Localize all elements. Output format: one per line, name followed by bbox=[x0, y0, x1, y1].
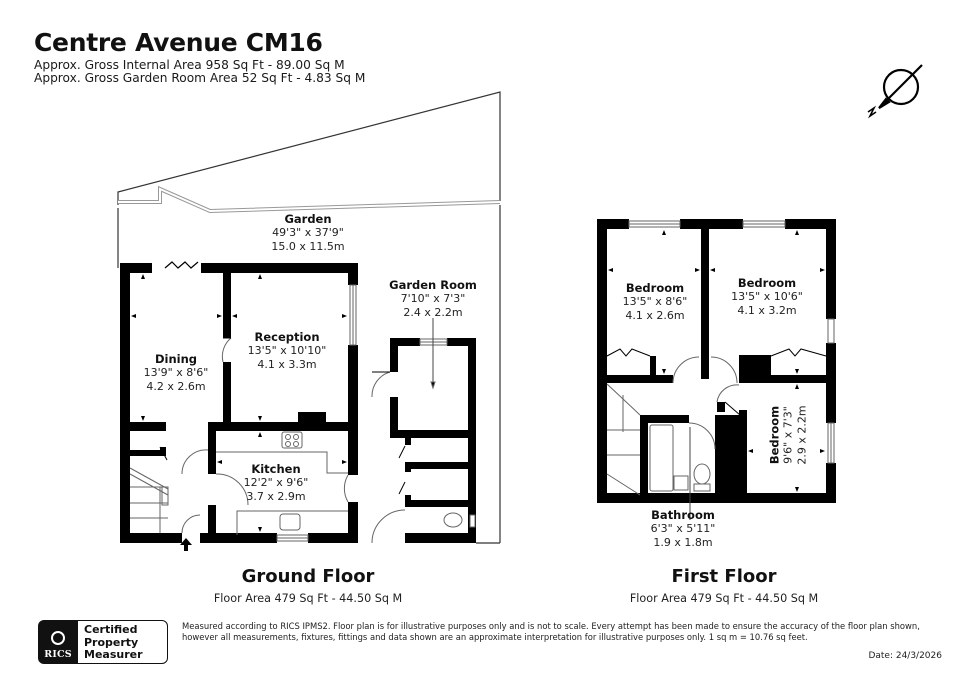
room-metric: 2.4 x 2.2m bbox=[403, 305, 463, 319]
room-label-bedroom-3: Bedroom 9'6" x 7'3" 2.9 x 2.2m bbox=[768, 405, 809, 464]
ground-floor-area: Floor Area 479 Sq Ft - 44.50 Sq M bbox=[213, 592, 403, 605]
first-floor-area: Floor Area 479 Sq Ft - 44.50 Sq M bbox=[629, 592, 819, 605]
north-arrow-icon bbox=[867, 64, 923, 119]
room-name: Bedroom bbox=[767, 405, 782, 465]
room-metric: 3.7 x 2.9m bbox=[246, 489, 306, 503]
rics-lion-icon bbox=[51, 631, 65, 645]
first-floor-fixtures bbox=[606, 220, 835, 520]
room-name: Dining bbox=[154, 352, 198, 366]
room-imperial: 49'3" x 37'9" bbox=[272, 226, 344, 239]
page-title: Centre Avenue CM16 bbox=[34, 28, 323, 57]
room-label-kitchen: Kitchen 12'2" x 9'6" 3.7 x 2.9m bbox=[244, 462, 309, 503]
room-imperial: 12'2" x 9'6" bbox=[243, 476, 309, 489]
room-imperial: 13'5" x 8'6" bbox=[622, 295, 688, 308]
room-label-bedroom-1: Bedroom 13'5" x 8'6" 4.1 x 2.6m bbox=[623, 281, 688, 322]
garden-room-fixtures bbox=[371, 318, 476, 544]
room-name: Bathroom bbox=[651, 508, 715, 522]
room-metric: 15.0 x 11.5m bbox=[271, 239, 345, 253]
first-floor-walls bbox=[597, 219, 836, 503]
room-name: Bedroom bbox=[737, 276, 797, 290]
room-name: Reception bbox=[254, 330, 320, 344]
badge-text: Certified Property Measurer bbox=[78, 620, 168, 664]
room-name: Bedroom bbox=[625, 281, 685, 295]
room-metric: 4.1 x 3.3m bbox=[257, 357, 317, 371]
room-name: Kitchen bbox=[251, 462, 301, 476]
room-metric: 2.9 x 2.2m bbox=[795, 405, 808, 465]
room-imperial: 13'5" x 10'6" bbox=[731, 290, 803, 303]
room-label-reception: Reception 13'5" x 10'10" 4.1 x 3.3m bbox=[248, 330, 327, 371]
room-label-bedroom-2: Bedroom 13'5" x 10'6" 4.1 x 3.2m bbox=[731, 276, 803, 317]
gross-garden-room-area: Approx. Gross Garden Room Area 52 Sq Ft … bbox=[34, 71, 366, 85]
room-metric: 4.1 x 2.6m bbox=[625, 308, 685, 322]
disclaimer: Measured according to RICS IPMS2. Floor … bbox=[182, 621, 920, 642]
first-floor-title: First Floor bbox=[671, 566, 777, 587]
gross-internal-area: Approx. Gross Internal Area 958 Sq Ft - … bbox=[34, 58, 345, 72]
garden-outline bbox=[117, 91, 501, 544]
dimension-markers bbox=[131, 230, 825, 532]
room-imperial: 6'3" x 5'11" bbox=[650, 522, 716, 535]
room-name: Garden bbox=[284, 212, 332, 226]
room-imperial: 13'9" x 8'6" bbox=[143, 366, 209, 379]
garden-room-walls bbox=[390, 338, 476, 543]
ground-floor-walls bbox=[120, 263, 358, 543]
room-label-garden-room: Garden Room 7'10" x 7'3" 2.4 x 2.2m bbox=[389, 278, 477, 319]
plan-date: Date: 24/3/2026 bbox=[868, 651, 942, 661]
room-metric: 1.9 x 1.8m bbox=[653, 535, 713, 549]
room-label-garden: Garden 49'3" x 37'9" 15.0 x 11.5m bbox=[271, 212, 344, 253]
room-imperial: 13'5" x 10'10" bbox=[247, 344, 327, 357]
room-name: Garden Room bbox=[389, 278, 477, 292]
ground-floor-title: Ground Floor bbox=[241, 566, 375, 587]
room-label-dining: Dining 13'9" x 8'6" 4.2 x 2.6m bbox=[144, 352, 209, 393]
ground-floor-fixtures bbox=[129, 261, 357, 542]
rics-certified-badge: RICS Certified Property Measurer bbox=[38, 620, 168, 664]
room-label-bathroom: Bathroom 6'3" x 5'11" 1.9 x 1.8m bbox=[651, 508, 716, 549]
room-metric: 4.2 x 2.6m bbox=[146, 379, 206, 393]
entrance-arrow-icon bbox=[180, 538, 192, 551]
room-imperial: 9'6" x 7'3" bbox=[781, 406, 795, 464]
room-metric: 4.1 x 3.2m bbox=[737, 303, 797, 317]
room-imperial: 7'10" x 7'3" bbox=[400, 292, 466, 305]
rics-logo: RICS bbox=[38, 620, 78, 664]
